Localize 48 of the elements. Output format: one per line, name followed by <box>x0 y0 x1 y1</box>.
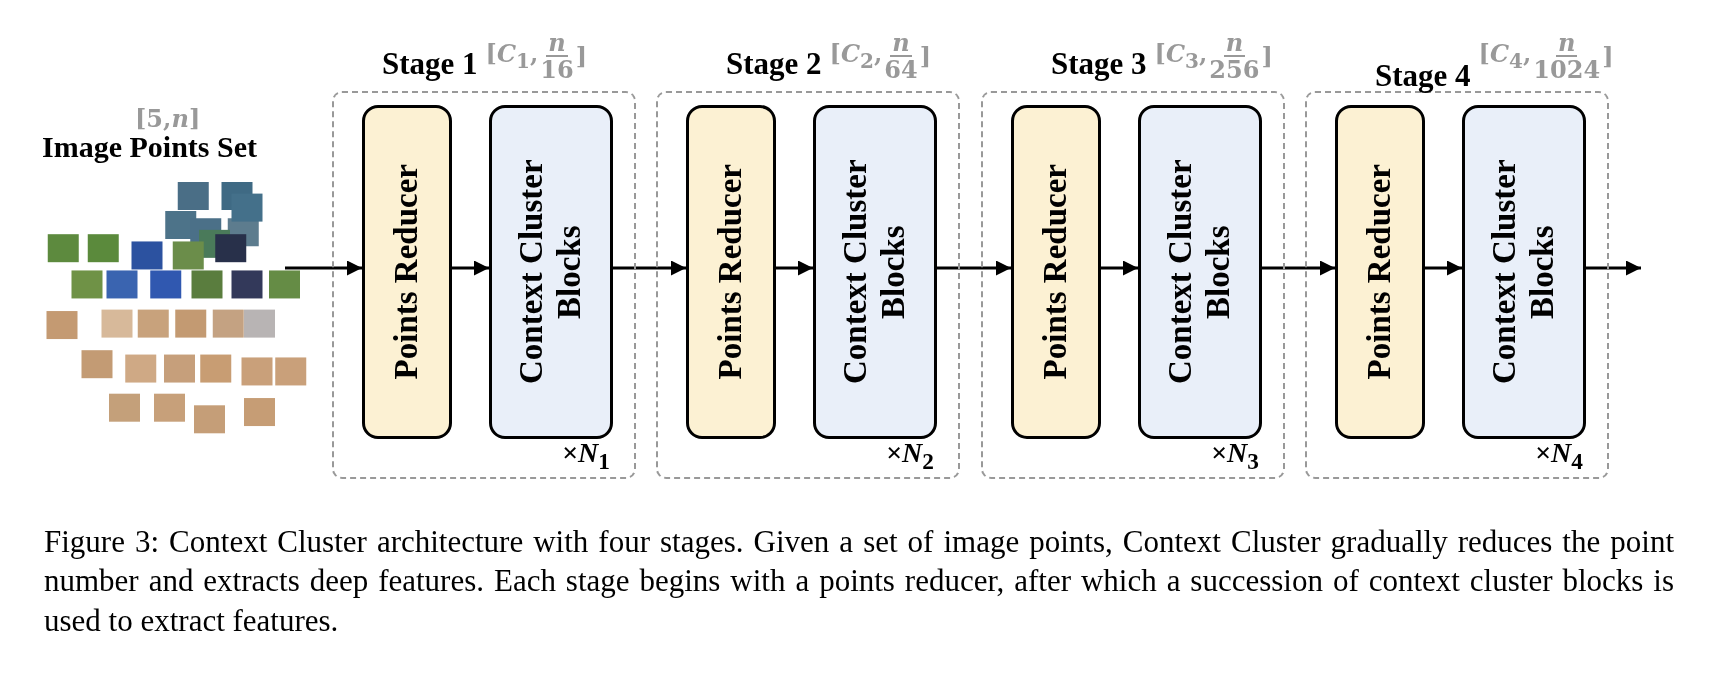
points-reducer-block: Points Reducer <box>1011 105 1101 439</box>
context-cluster-block: Context Cluster Blocks <box>489 105 613 439</box>
stage-title: Stage 4 <box>1375 58 1471 95</box>
bracket: ] <box>575 41 588 71</box>
stage-title: Stage 2 <box>726 46 822 83</box>
fraction-denominator: 16 <box>540 57 574 83</box>
fraction-denominator: 64 <box>884 57 918 83</box>
stage-group <box>656 91 960 479</box>
stage-group <box>332 91 636 479</box>
bracket: ] <box>1261 41 1273 71</box>
context-cluster-block: Context Cluster Blocks <box>1462 105 1586 439</box>
repeat-count: ×N$_{4}$ <box>1535 437 1583 475</box>
fraction-denominator: 1024 <box>1533 57 1601 83</box>
points-reducer-block: Points Reducer <box>686 105 776 439</box>
arrow <box>285 260 362 276</box>
stage-group <box>1305 91 1609 479</box>
points-reducer-block: Points Reducer <box>362 105 452 439</box>
dimension-label: [C$_{4}$, <box>1478 39 1532 74</box>
arrow <box>1425 260 1462 276</box>
fraction-numerator: n <box>890 30 912 58</box>
points-reducer-block: Points Reducer <box>1335 105 1425 439</box>
context-cluster-block: Context Cluster Blocks <box>813 105 937 439</box>
arrow <box>1586 260 1641 276</box>
repeat-count: ×N$_{1}$ <box>562 437 610 475</box>
figure-caption: Figure 3: Context Cluster architecture with four stages. Given a set of image points, Context Cluster gradually reduces the point number and extracts deep features. Each stage begins with a points reducer, after which a succession of context cluster blocks is used to extract features. <box>44 523 1674 640</box>
fraction-numerator: n <box>1223 30 1246 58</box>
dimension-label: [C$_{1}$, <box>485 39 539 74</box>
arrow <box>452 260 489 276</box>
arrow <box>1262 260 1335 276</box>
bracket: ] <box>919 41 932 71</box>
arrow <box>776 260 813 276</box>
arrow <box>1101 260 1138 276</box>
stage-title: Stage 3 <box>1051 46 1147 83</box>
fraction-denominator: 256 <box>1209 57 1260 83</box>
dimension-label: [5,n] <box>135 104 201 133</box>
repeat-count: ×N$_{2}$ <box>886 437 934 475</box>
stage-title: Stage 1 <box>382 46 478 83</box>
stage-group <box>981 91 1285 479</box>
dimension-label: [C$_{2}$, <box>829 39 883 74</box>
heading: Image Points Set <box>42 130 257 164</box>
repeat-count: ×N$_{3}$ <box>1211 437 1259 475</box>
bracket: ] <box>1602 41 1614 71</box>
dimension-label: [C$_{3}$, <box>1154 39 1208 74</box>
context-cluster-block: Context Cluster Blocks <box>1138 105 1262 439</box>
arrow <box>937 260 1011 276</box>
arrow <box>613 260 686 276</box>
fraction-numerator: n <box>1556 30 1578 58</box>
fraction-numerator: n <box>546 30 568 58</box>
